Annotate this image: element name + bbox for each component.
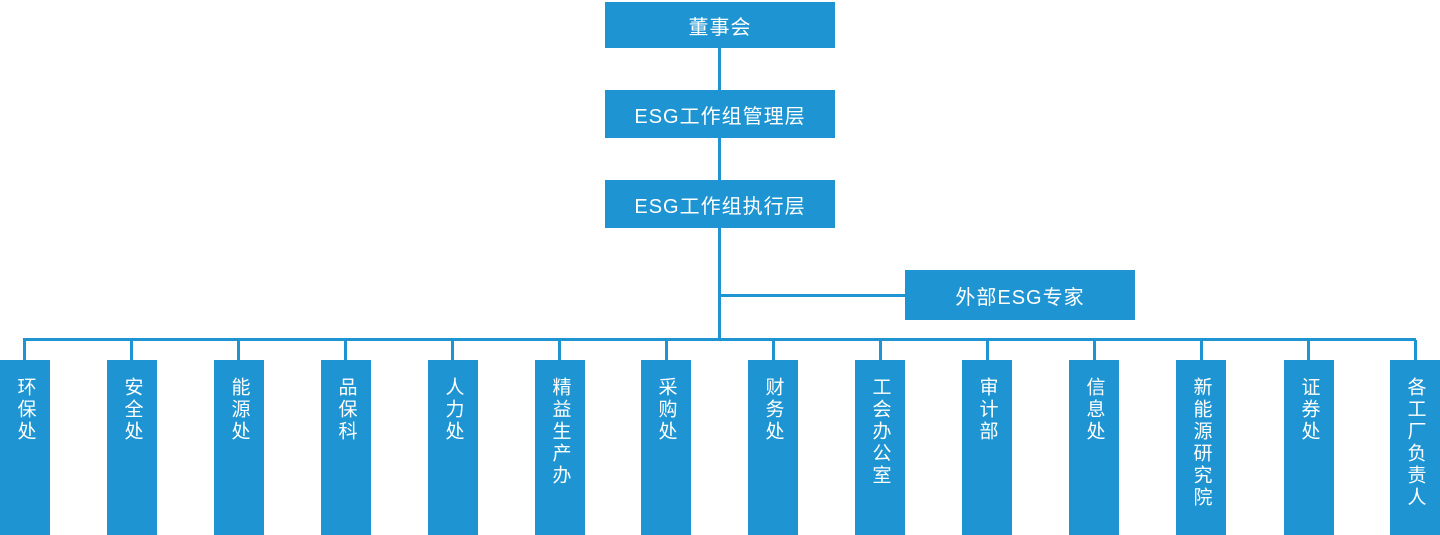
org-node-department: 能源处 bbox=[214, 360, 264, 535]
connector-stub bbox=[1200, 340, 1203, 360]
org-node-department: 工会办公室 bbox=[855, 360, 905, 535]
org-node-label: ESG工作组执行层 bbox=[634, 195, 806, 218]
org-node-esg-execution: ESG工作组执行层 bbox=[605, 180, 835, 228]
org-node-label: 环保处 bbox=[14, 377, 36, 443]
connector-execution-to-departments bbox=[718, 228, 721, 340]
org-node-department: 采购处 bbox=[641, 360, 691, 535]
connector-stub bbox=[237, 340, 240, 360]
org-node-department: 信息处 bbox=[1069, 360, 1119, 535]
org-node-department: 新能源研究院 bbox=[1176, 360, 1226, 535]
connector-stub bbox=[23, 340, 26, 360]
connector-stub bbox=[1093, 340, 1096, 360]
org-node-department: 人力处 bbox=[428, 360, 478, 535]
org-node-label: 证券处 bbox=[1298, 377, 1320, 443]
connector-stub bbox=[130, 340, 133, 360]
org-node-label: 各工厂负责人 bbox=[1404, 377, 1426, 509]
connector-board-to-management bbox=[718, 48, 721, 90]
org-node-label: 审计部 bbox=[976, 377, 998, 443]
connector-department-bus bbox=[23, 338, 1416, 341]
org-node-department: 品保科 bbox=[321, 360, 371, 535]
org-node-department: 各工厂负责人 bbox=[1390, 360, 1440, 535]
connector-stub bbox=[665, 340, 668, 360]
org-node-label: 外部ESG专家 bbox=[955, 286, 1085, 309]
org-node-department: 审计部 bbox=[962, 360, 1012, 535]
org-node-board: 董事会 bbox=[605, 2, 835, 48]
org-node-label: 董事会 bbox=[688, 16, 752, 39]
org-node-department: 精益生产办 bbox=[535, 360, 585, 535]
connector-stub bbox=[344, 340, 347, 360]
org-node-department: 环保处 bbox=[0, 360, 50, 535]
org-node-label: 精益生产办 bbox=[549, 377, 571, 487]
org-node-department: 安全处 bbox=[107, 360, 157, 535]
connector-stub bbox=[772, 340, 775, 360]
org-node-label: 安全处 bbox=[121, 377, 143, 443]
org-node-label: 采购处 bbox=[655, 377, 677, 443]
org-node-label: 品保科 bbox=[335, 377, 357, 443]
org-node-label: 信息处 bbox=[1083, 377, 1105, 443]
org-node-label: ESG工作组管理层 bbox=[634, 105, 806, 128]
org-node-label: 工会办公室 bbox=[869, 377, 891, 487]
connector-stub bbox=[986, 340, 989, 360]
org-node-label: 能源处 bbox=[228, 377, 250, 443]
org-node-esg-management: ESG工作组管理层 bbox=[605, 90, 835, 138]
connector-stub bbox=[879, 340, 882, 360]
connector-stub bbox=[558, 340, 561, 360]
org-node-department: 证券处 bbox=[1284, 360, 1334, 535]
connector-branch-to-advisor bbox=[719, 294, 905, 297]
org-node-label: 新能源研究院 bbox=[1190, 377, 1212, 509]
connector-stub bbox=[451, 340, 454, 360]
org-node-label: 人力处 bbox=[442, 377, 464, 443]
connector-management-to-execution bbox=[718, 138, 721, 180]
org-node-department: 财务处 bbox=[748, 360, 798, 535]
org-node-external-esg-expert: 外部ESG专家 bbox=[905, 270, 1135, 320]
connector-stub bbox=[1307, 340, 1310, 360]
org-node-label: 财务处 bbox=[762, 377, 784, 443]
connector-stub bbox=[1414, 340, 1417, 360]
